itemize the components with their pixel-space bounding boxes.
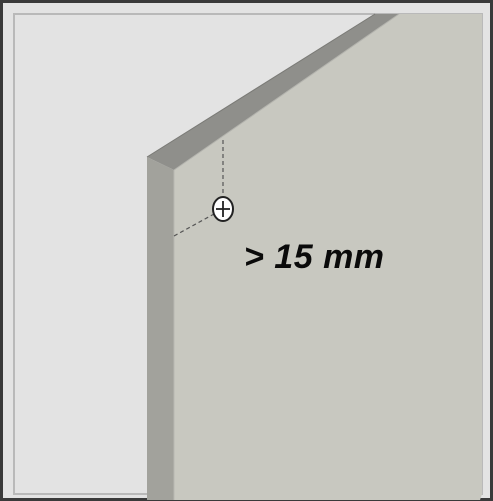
panel-face (174, 14, 482, 500)
distance-label: > 15 mm (244, 238, 385, 276)
panel-side-edge (147, 157, 174, 500)
screw-head-icon (212, 196, 234, 222)
horizontal-guide-line (173, 213, 215, 237)
panel-edge-line-back (146, 13, 376, 158)
panel-top-edge (147, 14, 399, 170)
panel-edge-line-front (173, 13, 400, 171)
